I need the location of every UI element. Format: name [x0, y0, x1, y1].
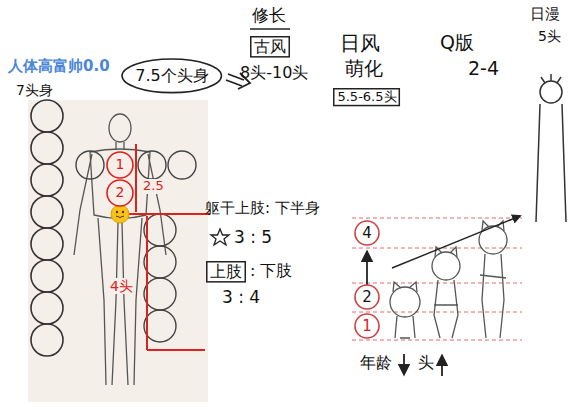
- node-text: 4: [362, 225, 372, 242]
- photo-ground: [28, 100, 208, 402]
- sketch-note: 4头: [108, 278, 135, 294]
- numbered-circle: 4: [354, 220, 380, 246]
- node-text: 2: [116, 185, 125, 200]
- trend-arrows: [404, 354, 442, 376]
- numbered-circle: 2: [106, 179, 134, 207]
- outlined-note: 5.5-6.5头: [333, 88, 400, 106]
- up-arrow: [366, 252, 368, 286]
- underline: [250, 28, 290, 30]
- node-text: 1: [362, 318, 372, 335]
- red-measure-lines: [120, 144, 210, 350]
- sketch-note: 日漫: [530, 6, 560, 23]
- sketch-note: : 下肢: [250, 262, 292, 280]
- sketch-note: 8头-10头: [240, 64, 308, 82]
- sketch-note: 2-4: [468, 58, 499, 80]
- sketch-note: 躯干上肢: 下半身: [205, 200, 320, 217]
- numbered-circle: 1: [106, 151, 134, 179]
- sketch-note: 人体高富帅0.0: [8, 58, 110, 75]
- node-text: 上肢: [210, 263, 242, 281]
- head-circle-column: [31, 100, 63, 356]
- body-figure: [74, 114, 166, 385]
- node-text: 1: [116, 157, 125, 172]
- node-text: 7.5个头身: [135, 67, 208, 85]
- chibi-figures: [390, 221, 507, 338]
- sketch-note: Q版: [440, 32, 474, 54]
- sketch-note: 萌化: [345, 58, 383, 80]
- sketch-note: 3 : 5: [234, 228, 272, 248]
- node-text: 5.5-6.5头: [337, 90, 396, 104]
- sun-emoji: [111, 205, 129, 223]
- outlined-note: 上肢: [206, 261, 246, 283]
- dashed-guide-lines: [352, 218, 522, 340]
- sketch-note: 年龄: [360, 354, 392, 372]
- star-symbol: [211, 229, 229, 245]
- sketch-note: 修长: [252, 6, 286, 26]
- sketch-note: 头: [418, 354, 434, 372]
- numbered-circle: 1: [354, 313, 380, 339]
- outlined-note: 古风: [250, 36, 290, 58]
- growth-arrow: [392, 216, 520, 268]
- tall-figure: [536, 74, 566, 222]
- numbered-circle: 2: [354, 284, 380, 310]
- sketch-note: 日风: [340, 32, 380, 55]
- sketch-note: 7头身: [16, 82, 53, 98]
- node-text: 古风: [254, 38, 286, 56]
- sketch-note: 3 : 4: [222, 288, 260, 308]
- leg-circle-column: [144, 214, 176, 342]
- node-text: 2: [362, 289, 372, 306]
- outlined-note: 7.5个头身: [121, 58, 222, 94]
- sketch-note: 5头: [538, 28, 561, 44]
- sketch-note: 2.5: [141, 179, 166, 194]
